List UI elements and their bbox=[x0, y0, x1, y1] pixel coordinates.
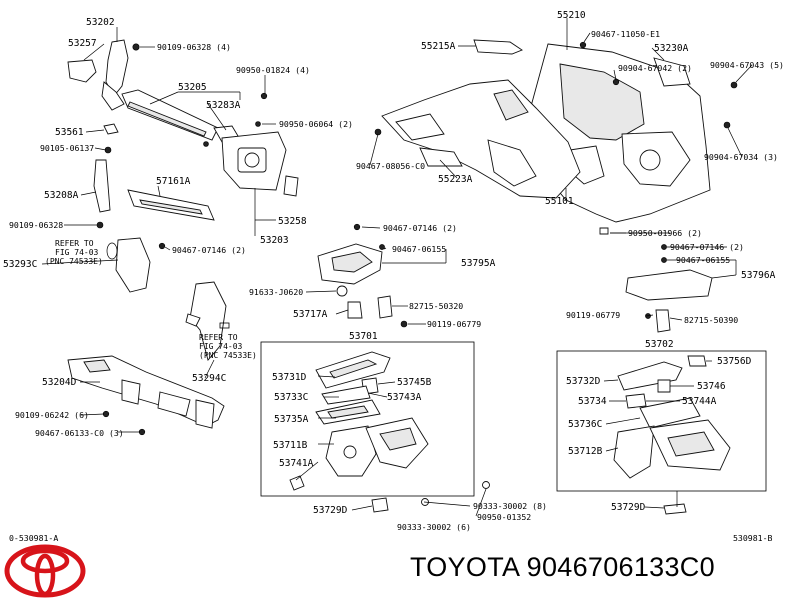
label-53230A: 53230A bbox=[654, 43, 689, 54]
label-53293C: 53293C bbox=[3, 259, 37, 270]
label-55101: 55101 bbox=[545, 196, 574, 207]
label-53258: 53258 bbox=[278, 216, 307, 227]
label-90467-11050-E1: 90467-11050-E1 bbox=[591, 29, 660, 39]
label-53734: 53734 bbox=[578, 396, 607, 407]
label-90950-01966-2: 90950-01966 (2) bbox=[628, 228, 702, 238]
label-90333-30002-8: 90333-30002 (8) bbox=[473, 501, 547, 511]
label-90467-07146-2-left: 90467-07146 (2) bbox=[172, 245, 246, 255]
toyota-logo bbox=[4, 544, 86, 598]
refer-line2: FIG 74-03 bbox=[55, 248, 99, 257]
label-82715-50390: 82715-50390 bbox=[684, 315, 738, 325]
label-90467-07146-2-mid: 90467-07146 (2) bbox=[383, 223, 457, 233]
label-53741A: 53741A bbox=[279, 458, 314, 469]
label-57161A: 57161A bbox=[156, 176, 191, 187]
label-53204D: 53204D bbox=[42, 377, 77, 388]
label-53736C: 53736C bbox=[568, 419, 602, 430]
apron-parts bbox=[317, 223, 713, 333]
label-53744A: 53744A bbox=[682, 396, 717, 407]
label-82715-50320: 82715-50320 bbox=[409, 301, 463, 311]
dash-panel-parts bbox=[374, 39, 738, 235]
label-53561: 53561 bbox=[55, 127, 84, 138]
label-90467-08056-C0: 90467-08056-C0 bbox=[356, 161, 425, 171]
label-55215A: 55215A bbox=[421, 41, 456, 52]
label-55210: 55210 bbox=[557, 10, 586, 21]
code-right: 530981-B bbox=[733, 533, 773, 543]
label-53203: 53203 bbox=[260, 235, 289, 246]
label-53208A: 53208A bbox=[44, 190, 79, 201]
label-90333-30002-6: 90333-30002 (6) bbox=[397, 522, 471, 532]
label-90950-01352: 90950-01352 bbox=[477, 512, 531, 522]
label-53745B: 53745B bbox=[397, 377, 432, 388]
refer-line1: REFER TO bbox=[55, 239, 94, 248]
label-53701: 53701 bbox=[349, 331, 378, 342]
part-labels: 53202 53257 90109-06328 (4) 90950-01824 … bbox=[3, 10, 784, 543]
label-53732D: 53732D bbox=[566, 376, 601, 387]
label-90950-06064-2: 90950-06064 (2) bbox=[279, 119, 353, 129]
label-53756D: 53756D bbox=[717, 356, 752, 367]
refer-line3: (PNC 74533E) bbox=[45, 257, 103, 266]
group-box-53702 bbox=[556, 350, 767, 492]
label-90467-06133-C0-3: 90467-06133-C0 (3) bbox=[35, 428, 124, 438]
label-55223A: 55223A bbox=[438, 174, 473, 185]
label-53796A: 53796A bbox=[741, 270, 776, 281]
footer-part-number: TOYOTA 9046706133C0 bbox=[410, 552, 715, 583]
label-53729D-right: 53729D bbox=[611, 502, 646, 513]
label-90467-06155-mid: 90467-06155 bbox=[392, 244, 446, 254]
part-number: 9046706133C0 bbox=[526, 552, 715, 582]
refer-note-lower: REFER TO FIG 74-03 (PNC 74533E) bbox=[199, 322, 257, 360]
label-90109-06242-6: 90109-06242 (6) bbox=[15, 410, 89, 420]
box-53702-parts bbox=[613, 355, 731, 515]
label-53743A: 53743A bbox=[387, 392, 422, 403]
left-lower-parts bbox=[67, 281, 227, 436]
label-53712B: 53712B bbox=[568, 446, 603, 457]
refer-line2: FIG 74-03 bbox=[199, 342, 243, 351]
label-53746: 53746 bbox=[697, 381, 726, 392]
refer-line3: (PNC 74533E) bbox=[199, 351, 257, 360]
label-53731D: 53731D bbox=[272, 372, 307, 383]
label-90904-67034-3: 90904-67034 (3) bbox=[704, 152, 778, 162]
label-53717A: 53717A bbox=[293, 309, 328, 320]
brand-name: TOYOTA bbox=[410, 552, 519, 582]
leader-lines bbox=[41, 18, 753, 517]
box-53701-parts bbox=[289, 351, 490, 513]
label-53283A: 53283A bbox=[206, 100, 241, 111]
label-90467-07146-2-right: 90467-07146 (2) bbox=[670, 242, 744, 252]
label-53294C: 53294C bbox=[192, 373, 226, 384]
label-53795A: 53795A bbox=[461, 258, 496, 269]
label-90950-01824-4: 90950-01824 (4) bbox=[236, 65, 310, 75]
label-90109-06328: 90109-06328 bbox=[9, 220, 63, 230]
label-53202: 53202 bbox=[86, 17, 115, 28]
label-90119-06779-mid: 90119-06779 bbox=[427, 319, 481, 329]
label-53729D-left: 53729D bbox=[313, 505, 348, 516]
label-90119-06779-right: 90119-06779 bbox=[566, 310, 620, 320]
label-90904-67042-2: 90904-67042 (2) bbox=[618, 63, 692, 73]
label-53735A: 53735A bbox=[274, 414, 309, 425]
label-53711B: 53711B bbox=[273, 440, 308, 451]
refer-note-upper: REFER TO FIG 74-03 (PNC 74533E) bbox=[45, 239, 118, 266]
code-left: 0-530981-A bbox=[9, 533, 58, 543]
left-upper-parts bbox=[67, 39, 299, 293]
label-53205: 53205 bbox=[178, 82, 207, 93]
group-box-53701 bbox=[260, 341, 475, 497]
label-53257: 53257 bbox=[68, 38, 97, 49]
refer-line1: REFER TO bbox=[199, 333, 238, 342]
label-91633-J0620: 91633-J0620 bbox=[249, 287, 303, 297]
label-90105-06137: 90105-06137 bbox=[40, 143, 94, 153]
label-53733C: 53733C bbox=[274, 392, 308, 403]
label-53702: 53702 bbox=[645, 339, 674, 350]
label-90467-06155-right: 90467-06155 bbox=[676, 255, 730, 265]
label-90109-06328-4: 90109-06328 (4) bbox=[157, 42, 231, 52]
label-90904-67043-5: 90904-67043 (5) bbox=[710, 60, 784, 70]
